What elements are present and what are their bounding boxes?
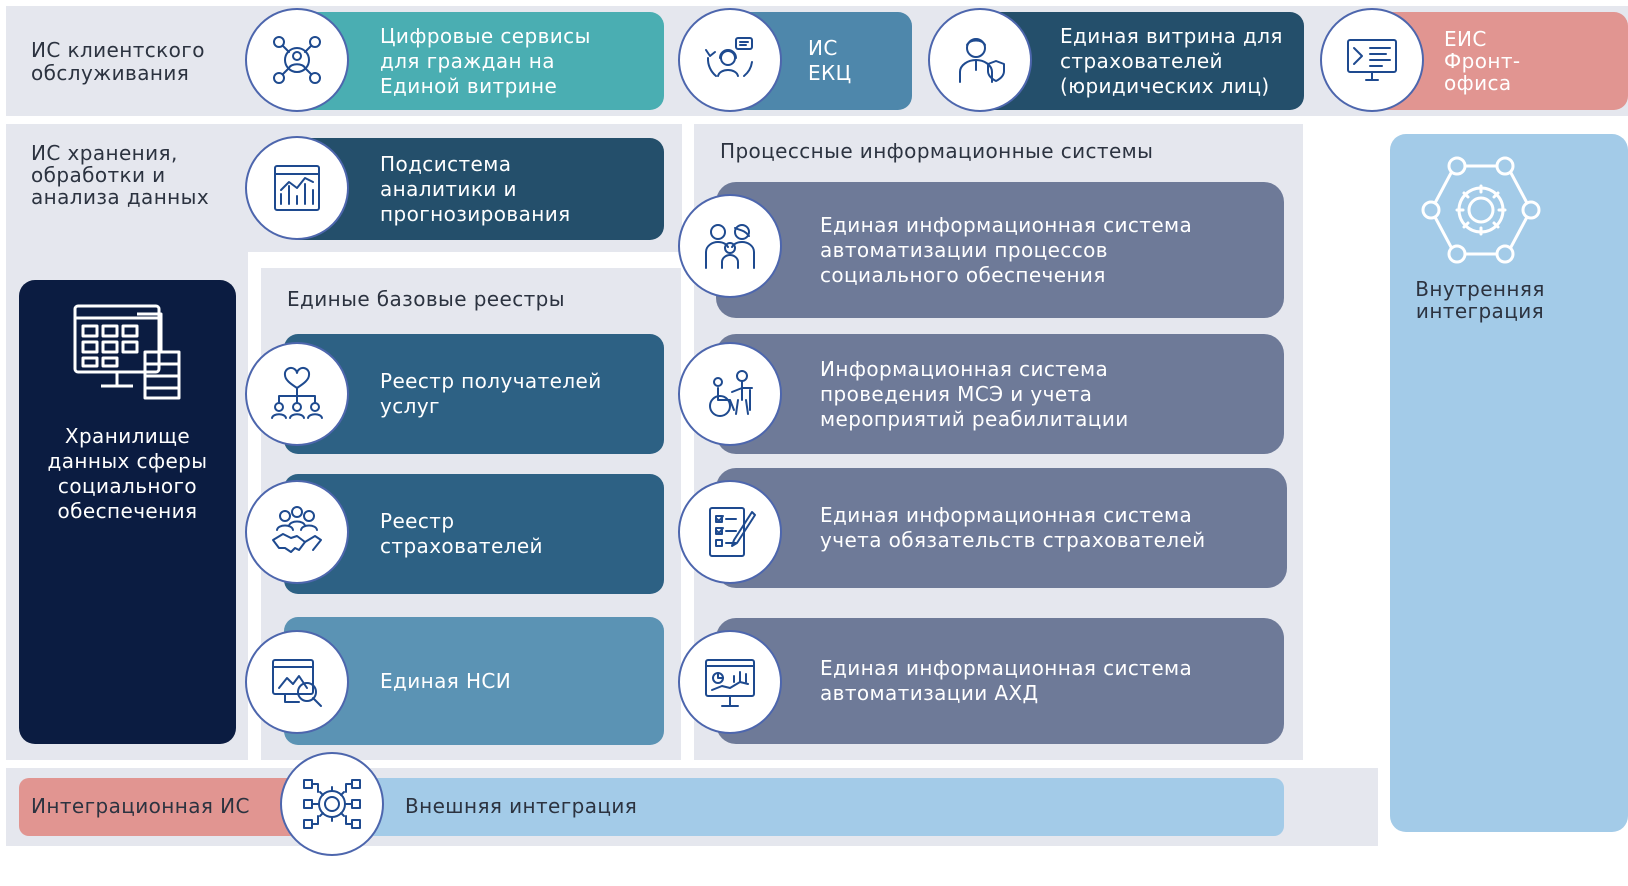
gear-network-icon xyxy=(1421,154,1541,266)
ahd-card[interactable]: Единая информационная система автоматиза… xyxy=(716,618,1284,744)
data-warehouse-card[interactable]: Хранилище данных сферы социального обесп… xyxy=(19,280,236,744)
people-network-icon xyxy=(245,8,349,112)
analytics-card[interactable]: Подсистема аналитики и прогнозирования xyxy=(284,138,664,240)
internal-integration-card[interactable]: Внутренняя интеграция xyxy=(1390,134,1628,832)
process-title: Процессные информационные системы xyxy=(720,139,1154,163)
registries-title: Единые базовые реестры xyxy=(287,287,565,311)
insurer-obligations-card[interactable]: Единая информационная система учета обяз… xyxy=(716,468,1287,588)
heart-hands-hierarchy-icon xyxy=(245,342,349,446)
front-office-label: ЕИС Фронт- офиса xyxy=(1444,27,1521,95)
social-processes-card[interactable]: Единая информационная система автоматиза… xyxy=(716,182,1284,318)
call-center-icon xyxy=(678,8,782,112)
integration-is-label: Интеграционная ИС xyxy=(31,794,250,818)
family-icon xyxy=(678,194,782,298)
ahd-label: Единая информационная система автоматиза… xyxy=(820,656,1193,705)
insurers-showcase-label: Единая витрина для страхователей (юридич… xyxy=(1060,23,1283,98)
wheelchair-icon xyxy=(678,342,782,446)
social-processes-label: Единая информационная система автоматиза… xyxy=(820,212,1193,287)
client-row-label: ИС клиентского обслуживания xyxy=(31,38,205,85)
checklist-icon xyxy=(678,480,782,584)
mse-label: Информационная система проведения МСЭ и … xyxy=(820,356,1129,431)
handshake-group-icon xyxy=(245,480,349,584)
analytics-chart-icon xyxy=(245,136,349,240)
storage-row-label: ИС хранения, обработки и анализа данных xyxy=(31,141,210,209)
insurer-obligations-label: Единая информационная система учета обяз… xyxy=(820,503,1206,552)
mse-card[interactable]: Информационная система проведения МСЭ и … xyxy=(716,334,1284,454)
integration-is-card[interactable]: Интеграционная ИС xyxy=(19,778,299,836)
recipients-registry-label: Реестр получателей услуг xyxy=(380,369,602,418)
insurer-person-icon xyxy=(928,8,1032,112)
digital-services-card[interactable]: Цифровые сервисы для граждан на Единой в… xyxy=(284,12,664,110)
insurers-registry-label: Реестр страхователей xyxy=(380,509,543,558)
data-warehouse-icon xyxy=(71,302,183,402)
nsi-card[interactable]: Единая НСИ xyxy=(284,617,664,745)
gear-connections-icon xyxy=(280,752,384,856)
nsi-label: Единая НСИ xyxy=(380,668,512,693)
document-search-icon xyxy=(245,630,349,734)
analytics-label: Подсистема аналитики и прогнозирования xyxy=(380,151,571,226)
data-warehouse-label: Хранилище данных сферы социального обесп… xyxy=(47,424,208,523)
internal-integration-label: Внутренняя интеграция xyxy=(1415,277,1545,323)
ekc-label: ИС ЕКЦ xyxy=(808,36,852,85)
external-integration-label: Внешняя интеграция xyxy=(405,794,638,818)
monitor-dashboard-icon xyxy=(1320,8,1424,112)
external-integration-card[interactable]: Внешняя интеграция xyxy=(296,778,1284,836)
digital-services-label: Цифровые сервисы для граждан на Единой в… xyxy=(380,23,591,98)
presentation-board-icon xyxy=(678,630,782,734)
